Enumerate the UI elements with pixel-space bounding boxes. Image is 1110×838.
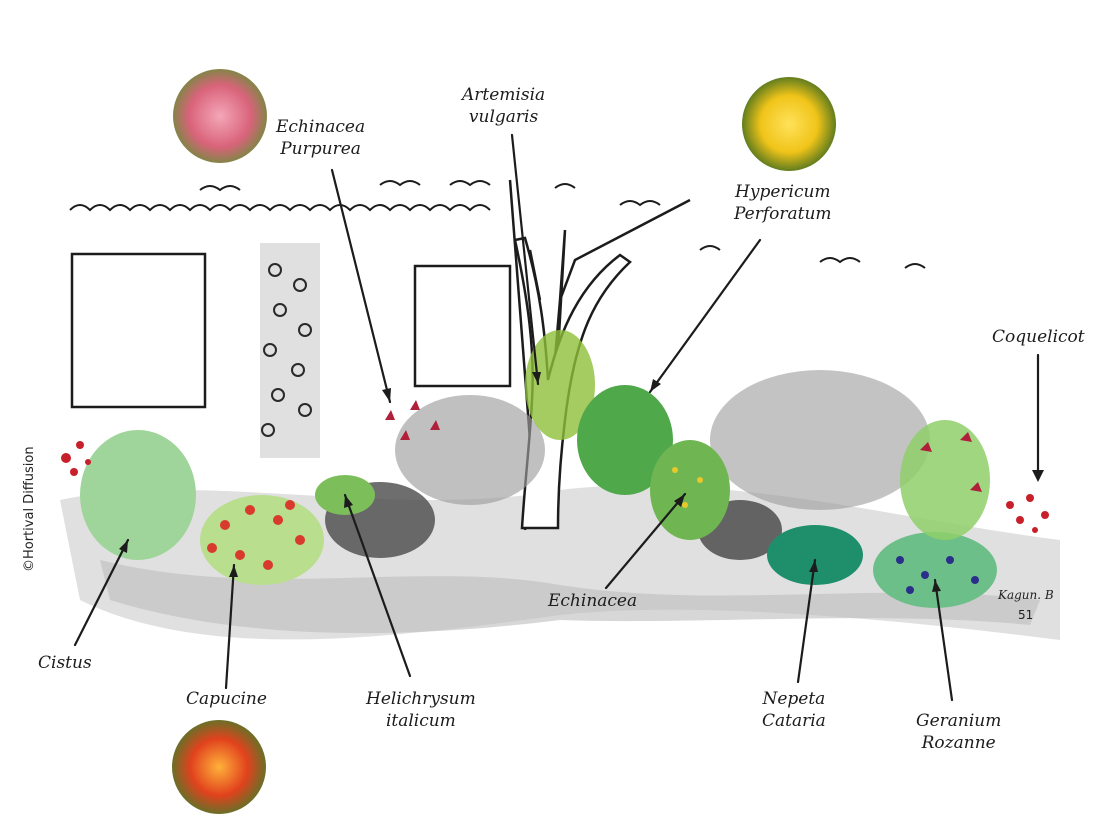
label-artemisia-vulgaris: Artemisia vulgaris — [462, 84, 545, 128]
label-capucine: Capucine — [186, 688, 267, 710]
label-geranium-rozanne: Geranium Rozanne — [916, 710, 1001, 754]
echinacea-yellow — [672, 467, 703, 508]
label-echinacea-purpurea-line2: Purpurea — [280, 139, 361, 159]
label-capucine-text: Capucine — [186, 689, 267, 709]
coquelicot-flowers — [1006, 494, 1049, 533]
echinacea-shrub — [650, 440, 730, 540]
climbing-plant — [260, 243, 320, 458]
label-helichrysum-italicum-line1: Helichrysum — [366, 689, 476, 709]
label-echinacea-purpurea-line1: Echinacea — [276, 117, 366, 137]
label-coquelicot-text: Coquelicot — [992, 327, 1085, 347]
leader-arrowheads — [119, 372, 1044, 592]
artemisia-shrub — [525, 330, 595, 440]
roof-tiles — [199, 180, 926, 269]
wall-top-line — [69, 204, 491, 212]
artist-signature: Kagun. B — [998, 588, 1054, 602]
hypericum-shrub — [577, 385, 673, 495]
label-coquelicot: Coquelicot — [992, 326, 1085, 348]
label-hypericum-perforatum-line2: Perforatum — [734, 204, 832, 224]
label-echinacea: Echinacea — [548, 590, 637, 612]
label-nepeta-cataria-line2: Cataria — [762, 711, 826, 731]
window-left — [70, 252, 207, 409]
ground-shadow — [100, 560, 1040, 634]
grey-shrub-center — [395, 395, 545, 505]
geranium-flowers — [896, 556, 979, 594]
label-nepeta-cataria-line1: Nepeta — [762, 689, 826, 709]
label-geranium-rozanne-line1: Geranium — [916, 711, 1002, 731]
label-echinacea-text: Echinacea — [548, 591, 638, 611]
geranium-shrub — [873, 532, 997, 608]
copyright-credit: ©Hortival Diffusion — [22, 446, 37, 572]
red-flowers-right — [920, 432, 982, 492]
green-plant-right — [900, 420, 990, 540]
label-hypericum-perforatum-line1: Hypericum — [735, 182, 831, 202]
hypericum-photo — [742, 77, 836, 171]
capucine-photo — [172, 720, 266, 814]
label-hypericum-perforatum: Hypericum Perforatum — [734, 181, 832, 225]
leader-lines — [73, 133, 1040, 702]
label-cistus: Cistus — [38, 652, 92, 674]
label-nepeta-cataria: Nepeta Cataria — [762, 688, 826, 732]
label-helichrysum-italicum: Helichrysum italicum — [366, 688, 476, 732]
poppy-flowers-left — [61, 441, 91, 476]
echinacea-purpurea-photo — [173, 69, 267, 163]
label-helichrysum-italicum-line2: italicum — [385, 711, 456, 731]
grey-shrub-right — [710, 370, 930, 510]
window-middle — [413, 264, 512, 388]
label-geranium-rozanne-line2: Rozanne — [921, 733, 996, 753]
label-artemisia-vulgaris-line2: vulgaris — [468, 107, 539, 127]
capucine-shrub — [200, 495, 324, 585]
label-cistus-text: Cistus — [38, 653, 92, 673]
echinacea-purpurea-flowers — [385, 400, 440, 440]
artist-signature-mark: 51 — [1018, 608, 1034, 622]
label-artemisia-vulgaris-line1: Artemisia — [462, 85, 546, 105]
label-echinacea-purpurea: Echinacea Purpurea — [276, 116, 365, 160]
capucine-flowers — [207, 500, 305, 570]
nepeta-shrub — [767, 525, 863, 585]
cistus-shrub — [80, 430, 196, 560]
